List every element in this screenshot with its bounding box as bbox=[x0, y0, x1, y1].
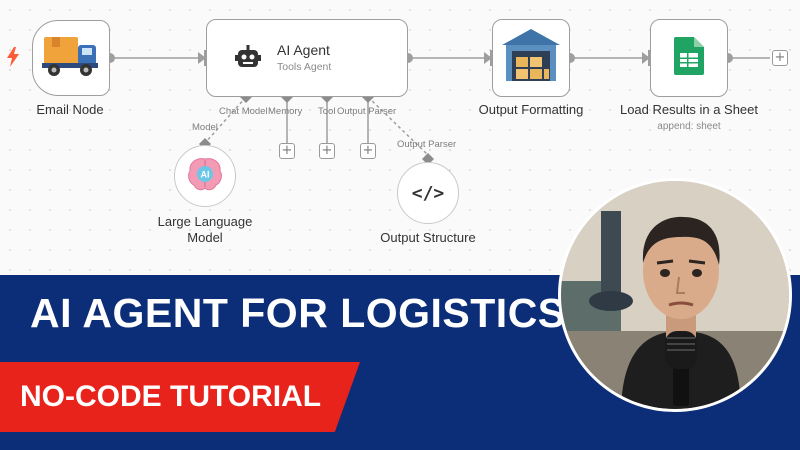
output-formatting-label: Output Formatting bbox=[478, 102, 584, 117]
load-results-node[interactable] bbox=[650, 19, 728, 97]
add-node-button[interactable]: + bbox=[772, 50, 788, 66]
output-formatting-node[interactable] bbox=[492, 19, 570, 97]
add-memory-button[interactable]: + bbox=[279, 143, 295, 159]
tutorial-tag: NO-CODE TUTORIAL bbox=[20, 380, 322, 413]
llm-node[interactable]: AI bbox=[174, 145, 236, 207]
email-node[interactable] bbox=[32, 20, 110, 96]
video-title: AI AGENT FOR LOGISTICS bbox=[30, 290, 566, 336]
handle-output-parser-label: Output Parser bbox=[397, 139, 457, 150]
handle-chat-model: Chat Model bbox=[219, 106, 268, 117]
handle-memory: Memory bbox=[268, 106, 303, 117]
spreadsheet-icon bbox=[674, 36, 704, 80]
handle-output-parser: Output Parser bbox=[337, 106, 397, 117]
load-results-label: Load Results in a Sheet bbox=[619, 102, 759, 117]
warehouse-icon bbox=[500, 27, 562, 90]
svg-text:AI: AI bbox=[201, 169, 210, 179]
delivery-truck-icon bbox=[40, 33, 102, 84]
ai-agent-title: AI Agent bbox=[277, 42, 330, 58]
tutorial-tag-background bbox=[0, 362, 360, 432]
presenter-portrait bbox=[558, 178, 792, 412]
email-node-label: Email Node bbox=[36, 102, 104, 117]
ai-agent-node[interactable]: AI Agent Tools Agent bbox=[206, 19, 408, 97]
llm-label-line2: Model bbox=[187, 230, 223, 245]
robot-icon bbox=[235, 45, 261, 76]
ai-agent-subtitle: Tools Agent bbox=[277, 61, 332, 73]
load-results-sublabel: append: sheet bbox=[657, 121, 721, 132]
add-output-parser-button[interactable]: + bbox=[360, 143, 376, 159]
llm-label-line1: Large Language bbox=[157, 214, 253, 229]
ai-brain-icon: AI bbox=[184, 153, 226, 200]
code-icon: </> bbox=[411, 182, 445, 204]
lightning-icon bbox=[6, 47, 20, 67]
handle-model-label: Model bbox=[192, 122, 218, 133]
handle-tool: Tool bbox=[318, 106, 336, 117]
output-structure-node[interactable]: </> bbox=[397, 162, 459, 224]
add-tool-button[interactable]: + bbox=[319, 143, 335, 159]
output-structure-label: Output Structure bbox=[380, 230, 476, 245]
